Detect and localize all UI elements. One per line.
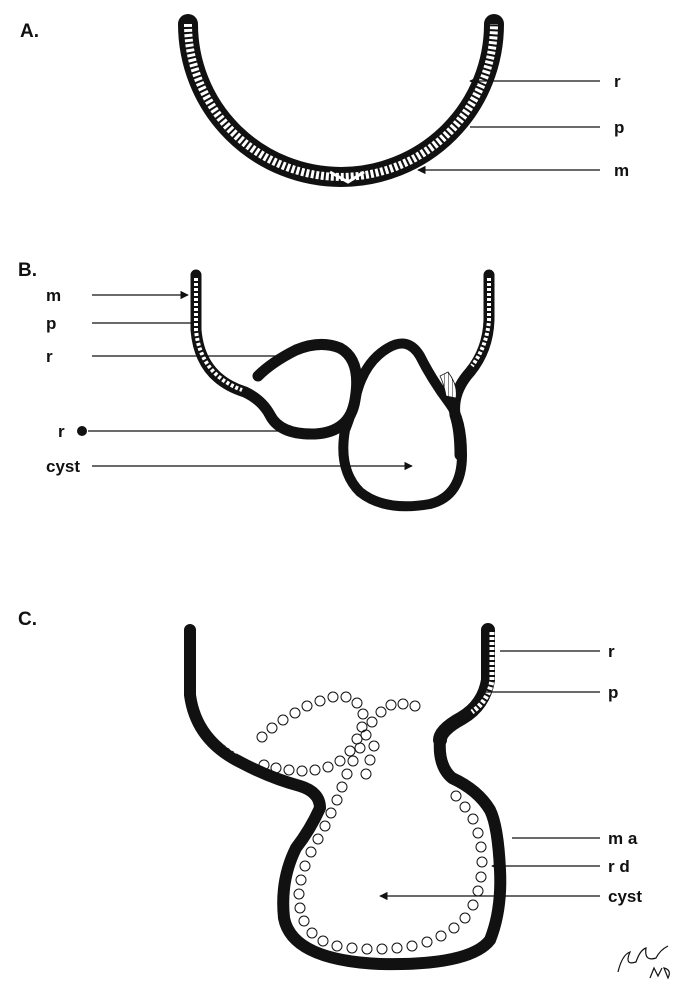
panel-b-left-wall [196, 275, 357, 434]
panel-b-label-cyst: cyst [46, 457, 80, 476]
panel-b-label-p: p [46, 314, 56, 333]
panel-c-label-ma: m a [608, 829, 638, 848]
panel-c-label-r: r [608, 642, 615, 661]
panel-b-label-m: m [46, 286, 61, 305]
panel-b-label-r: r [46, 347, 53, 366]
panel-a-retina-layer [188, 24, 494, 177]
panel-a-outer-wall [188, 24, 494, 177]
panel-a: A. r p m [20, 21, 629, 182]
panel-c-label-cyst: cyst [608, 887, 642, 906]
artist-signature [618, 946, 669, 978]
panel-a-letter: A. [20, 21, 39, 42]
panel-c-label-rd: r d [608, 857, 630, 876]
panel-c-letter: C. [18, 609, 37, 630]
panel-a-label-r: r [614, 72, 621, 91]
panel-a-label-m: m [614, 161, 629, 180]
panel-c-right-wall [440, 630, 488, 740]
panel-b-label-r-dot: r [58, 422, 65, 441]
panel-c: C. [18, 609, 642, 964]
panel-c-left-wall [190, 630, 500, 964]
panel-a-label-p: p [614, 118, 624, 137]
panel-b-cyst-wall [343, 344, 462, 507]
panel-b-letter: B. [18, 260, 37, 281]
panel-b-dot-marker [77, 426, 87, 436]
panel-c-label-p: p [608, 683, 618, 702]
panel-b: B. m p r r cyst [18, 260, 489, 506]
